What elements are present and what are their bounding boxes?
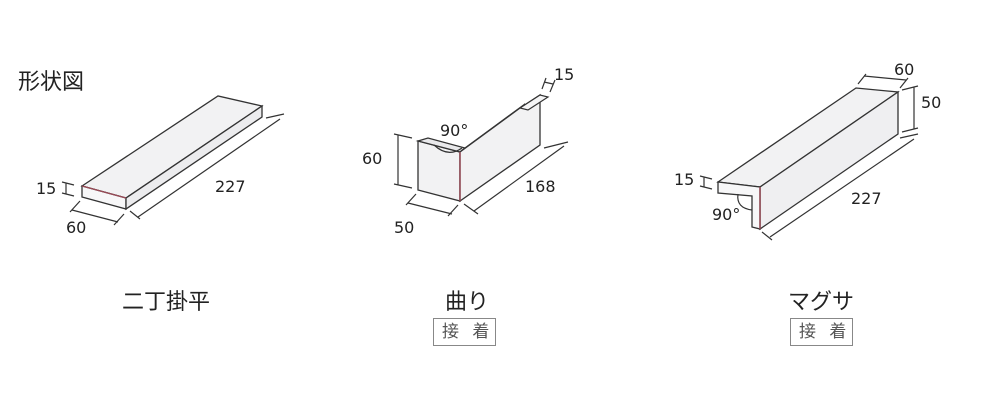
corner-height-label: 60 [362,149,382,168]
lintel-height-label: 50 [921,93,941,112]
corner-depth-label: 50 [394,218,414,237]
page-title: 形状図 [18,70,85,95]
lintel-width-dimension [857,73,909,89]
lintel-angle-arc [737,193,753,211]
lintel-height-dimension [901,85,919,133]
flat-width-label: 60 [66,218,86,237]
flat-tile-caption: 二丁掛平 [121,290,210,315]
flat-tile-drawing: 15 60 227 [36,95,285,237]
flat-tile-side-face [125,104,263,211]
flat-length-label: 227 [215,177,246,196]
flat-thickness-label: 15 [36,179,56,198]
corner-depth-dimension [405,193,459,217]
lintel-thickness-label: 15 [674,170,694,189]
flat-width-dimension [69,200,125,226]
corner-adhesive-badge: 接 着 [433,318,497,346]
corner-thickness-dimension [541,77,556,93]
lintel-thickness-dimension [699,175,713,190]
corner-long-end [518,94,550,111]
lintel-tile-drawing: 90° 15 60 50 227 [674,60,941,241]
lintel-angle-label: 90° [712,205,740,224]
corner-height-dimension [393,133,413,189]
corner-thickness-label: 15 [554,65,574,84]
flat-thickness-dimension [61,181,75,197]
lintel-tile-caption: マグサ [787,290,854,315]
lintel-adhesive-badge: 接 着 [790,318,854,346]
corner-length-label: 168 [525,177,556,196]
corner-angle-arc [433,144,463,153]
lintel-length-dimension [761,133,919,241]
corner-angle-label: 90° [440,121,468,140]
corner-tile-drawing: 90° 15 60 50 168 [362,65,574,237]
flat-length-dimension [129,113,285,220]
lintel-width-label: 60 [894,60,914,79]
corner-length-dimension [463,141,569,215]
flat-tile-edge [81,185,127,199]
lintel-length-label: 227 [851,189,882,208]
corner-tile-caption: 曲り [444,290,489,315]
